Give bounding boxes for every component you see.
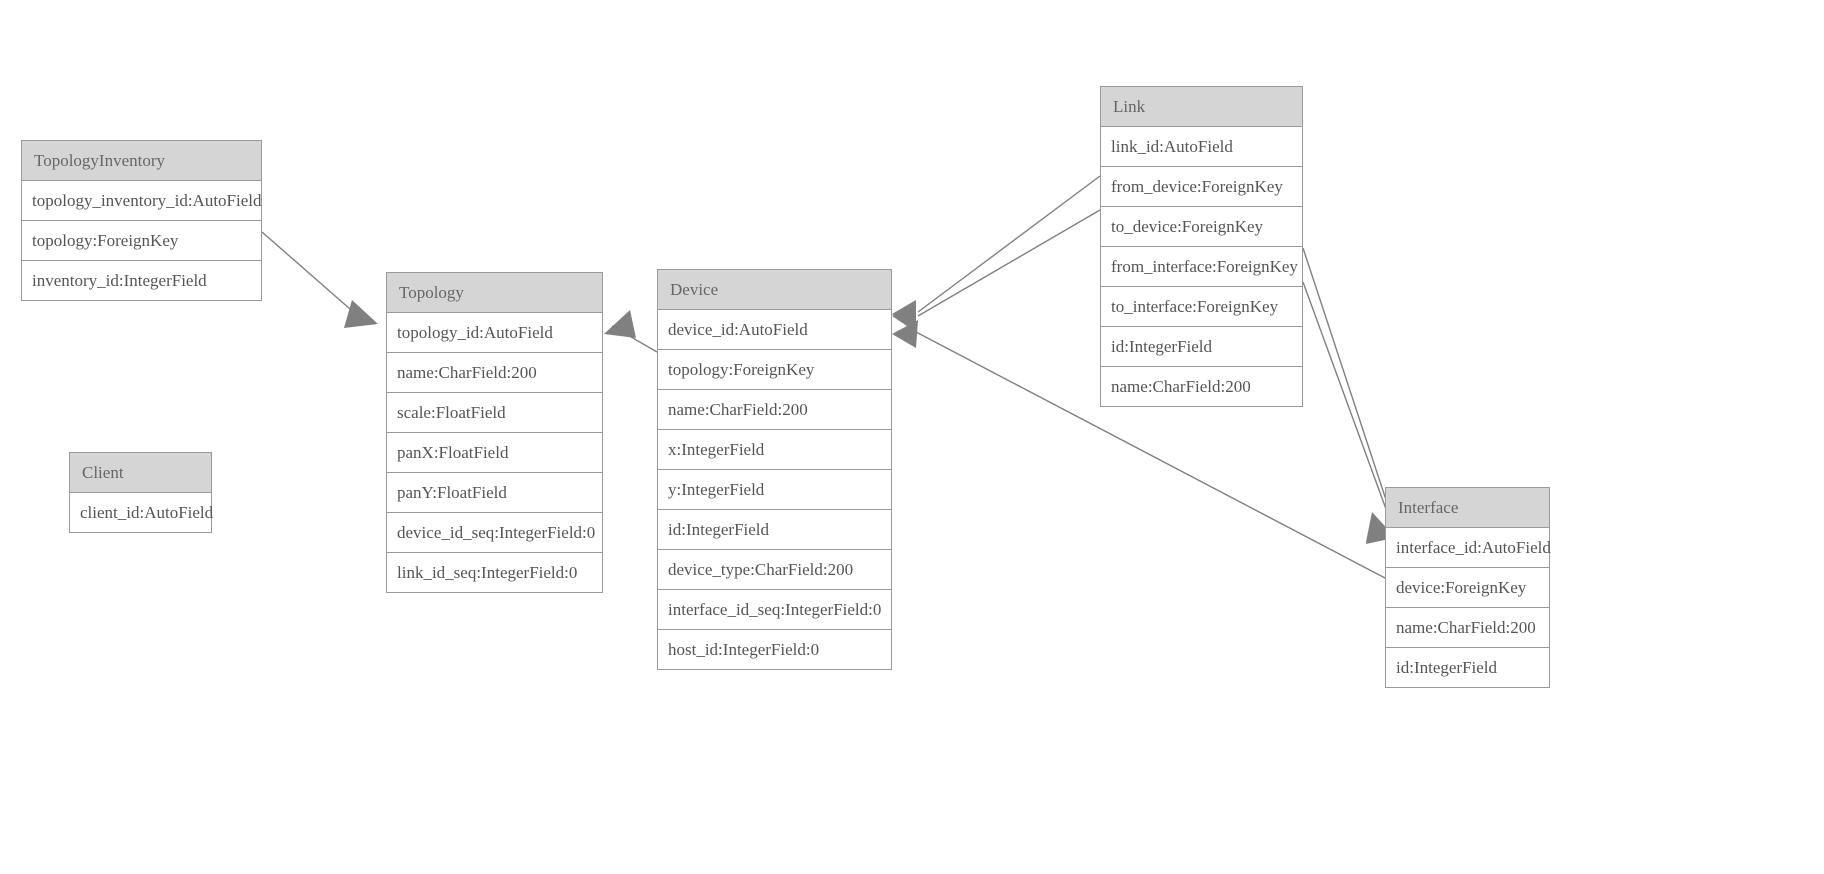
entity-field[interactable]: name:CharField:200	[1386, 608, 1549, 648]
entity-field[interactable]: topology:ForeignKey	[22, 221, 261, 261]
entity-field[interactable]: client_id:AutoField	[70, 493, 213, 532]
relationship-rel-link-to-device	[892, 209, 1101, 332]
entity-field[interactable]: id:IntegerField	[658, 510, 891, 550]
entity-title-device: Device	[658, 270, 891, 310]
entity-field[interactable]: topology_inventory_id:AutoField	[22, 181, 262, 221]
relationship-arrowhead-icon	[604, 310, 636, 338]
relationship-line	[261, 231, 359, 317]
relationship-arrowhead-icon	[892, 304, 916, 332]
relationship-rel-device-topology	[604, 310, 658, 353]
entity-field[interactable]: link_id_seq:IntegerField:0	[387, 553, 602, 592]
relationship-rel-link-to-interface	[1302, 281, 1394, 544]
entity-field[interactable]: name:CharField:200	[658, 390, 891, 430]
entity-field[interactable]: host_id:IntegerField:0	[658, 630, 891, 669]
entity-title-interface: Interface	[1386, 488, 1549, 528]
entity-field[interactable]: device:ForeignKey	[1386, 568, 1549, 608]
entity-field[interactable]: name:CharField:200	[387, 353, 602, 393]
relationship-rel-link-from-interface	[1302, 247, 1394, 542]
entity-field[interactable]: device_id:AutoField	[658, 310, 891, 350]
entity-field[interactable]: interface_id:AutoField	[1386, 528, 1551, 568]
entity-field[interactable]: name:CharField:200	[1101, 367, 1302, 406]
entity-field[interactable]: to_interface:ForeignKey	[1101, 287, 1302, 327]
relationship-rel-link-from-device	[892, 175, 1101, 330]
relationship-arrowhead-icon	[892, 300, 916, 330]
entity-field[interactable]: y:IntegerField	[658, 470, 891, 510]
relationship-line	[1302, 281, 1391, 521]
entity-field[interactable]: interface_id_seq:IntegerField:0	[658, 590, 891, 630]
entity-title-topology-inventory: TopologyInventory	[22, 141, 261, 181]
entity-field[interactable]: id:IntegerField	[1101, 327, 1302, 367]
relationship-arrowhead-icon	[892, 320, 918, 348]
entity-field[interactable]: x:IntegerField	[658, 430, 891, 470]
entity-field[interactable]: from_interface:ForeignKey	[1101, 247, 1302, 287]
relationship-line	[1302, 247, 1393, 519]
entity-field[interactable]: topology:ForeignKey	[658, 350, 891, 390]
relationship-line	[611, 325, 658, 353]
entity-field[interactable]: from_device:ForeignKey	[1101, 167, 1302, 207]
entity-field[interactable]: device_type:CharField:200	[658, 550, 891, 590]
entity-title-topology: Topology	[387, 273, 602, 313]
entity-title-link: Link	[1101, 87, 1302, 127]
entity-field[interactable]: link_id:AutoField	[1101, 127, 1302, 167]
entity-field[interactable]: device_id_seq:IntegerField:0	[387, 513, 602, 553]
entity-field[interactable]: topology_id:AutoField	[387, 313, 602, 353]
relationship-rel-topologyinventory-topology	[261, 231, 378, 328]
relationship-line	[917, 209, 1101, 317]
relationship-line	[917, 175, 1101, 313]
entity-title-client: Client	[70, 453, 211, 493]
entity-field[interactable]: scale:FloatField	[387, 393, 602, 433]
entity-field[interactable]: inventory_id:IntegerField	[22, 261, 261, 300]
entity-field[interactable]: panX:FloatField	[387, 433, 602, 473]
entity-field[interactable]: panY:FloatField	[387, 473, 602, 513]
relationship-arrowhead-icon	[344, 300, 378, 328]
entity-field[interactable]: to_device:ForeignKey	[1101, 207, 1302, 247]
entity-field[interactable]: id:IntegerField	[1386, 648, 1549, 687]
